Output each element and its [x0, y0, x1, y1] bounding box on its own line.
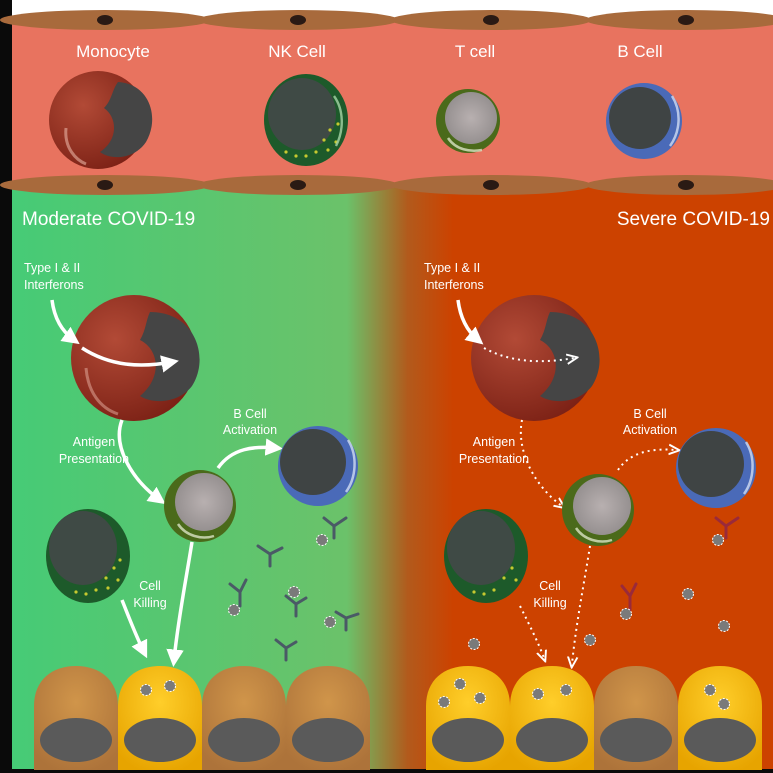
moderate-virus-group: [228, 534, 336, 628]
moderate-killing-line2: Killing: [133, 596, 166, 610]
moderate-epithelial-cell-3: [202, 666, 286, 770]
severe-epithelial-cell-3: [594, 666, 678, 770]
moderate-antigen-arrow: [117, 419, 166, 505]
moderate-nk-cell-icon: [46, 509, 130, 603]
severe-interferons-line1: Type I & II: [424, 261, 480, 275]
severe-interferon-arrow: [456, 299, 484, 345]
severe-antigen-arrow: [519, 419, 562, 506]
moderate-bcell-line1: B Cell: [233, 407, 266, 421]
b-cell-icon: [606, 83, 682, 159]
moderate-epithelial-cell-2-infected: [118, 666, 202, 770]
vessel-top-wall: [0, 10, 773, 30]
moderate-bcell-line2: Activation: [223, 423, 277, 437]
moderate-antigen-line1: Antigen: [73, 435, 115, 449]
label-monocyte: Monocyte: [76, 42, 150, 61]
moderate-title: Moderate COVID-19: [22, 209, 195, 230]
severe-killing-line1: Cell: [539, 579, 561, 593]
severe-title: Severe COVID-19: [617, 209, 770, 230]
vessel-bottom-wall: [0, 175, 773, 195]
severe-antigen-line2: Presentation: [459, 452, 529, 466]
severe-monocyte-icon: [471, 295, 600, 421]
severe-antibody-group: [620, 516, 740, 612]
severe-killing-arrow-t: [572, 545, 591, 664]
severe-killing-arrow-nk: [519, 605, 544, 658]
nk-cell-icon: [264, 74, 348, 166]
moderate-antibody-group: [228, 516, 360, 662]
t-cell-icon: [436, 89, 500, 153]
severe-interferons-line2: Interferons: [424, 278, 484, 292]
moderate-interferons-line1: Type I & II: [24, 261, 80, 275]
severe-epithelial-cell-1-infected: [426, 666, 510, 770]
moderate-epithelial-cell-1: [34, 666, 118, 770]
frame-left-border: [0, 0, 12, 773]
label-b-cell: B Cell: [617, 42, 662, 61]
label-nk-cell: NK Cell: [268, 42, 326, 61]
moderate-interferon-arrow: [50, 299, 80, 345]
severe-killing-line2: Killing: [533, 596, 566, 610]
moderate-killing-arrow-t: [166, 541, 194, 667]
severe-epithelium: [426, 666, 762, 770]
moderate-b-cell-icon: [278, 426, 358, 506]
moderate-killing-line1: Cell: [139, 579, 161, 593]
severe-t-cell-icon: [562, 474, 634, 546]
severe-bcell-line2: Activation: [623, 423, 677, 437]
monocyte-icon: [49, 71, 153, 169]
severe-antigen-line1: Antigen: [473, 435, 515, 449]
moderate-bcell-arrow: [216, 438, 283, 470]
severe-epithelial-cell-2-infected: [510, 666, 594, 770]
moderate-t-cell-icon: [164, 470, 236, 542]
severe-b-cell-icon: [676, 428, 756, 508]
severe-virus-group: [468, 534, 730, 650]
moderate-antigen-line2: Presentation: [59, 452, 129, 466]
severe-bcell-arrow: [617, 450, 676, 471]
moderate-interferons-line2: Interferons: [24, 278, 84, 292]
severe-nk-cell-icon: [444, 509, 528, 603]
label-t-cell: T cell: [455, 42, 495, 61]
moderate-epithelial-cell-4: [286, 666, 370, 770]
frame-bottom-border: [0, 769, 773, 773]
moderate-killing-arrow-nk: [120, 599, 148, 659]
severe-epithelial-cell-4-infected: [678, 666, 762, 770]
moderate-activation-arrow: [81, 346, 179, 373]
moderate-epithelium: [34, 666, 370, 770]
severe-bcell-line1: B Cell: [633, 407, 666, 421]
